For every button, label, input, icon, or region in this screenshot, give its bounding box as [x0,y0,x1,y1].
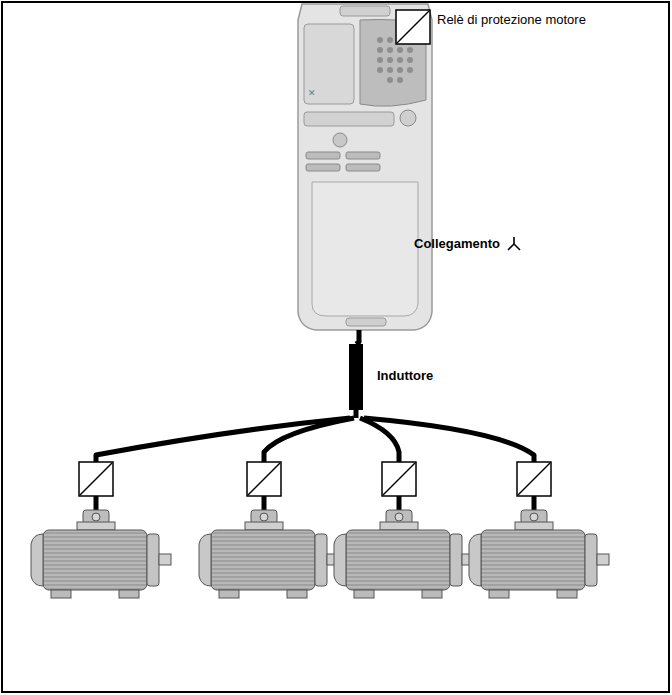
svg-text:✕: ✕ [308,88,316,98]
connection-label: Collegamento [414,236,500,252]
relay-legend-symbol [396,10,430,44]
legend-text: Relè di protezione motore [437,12,587,28]
star-symbol [508,237,520,250]
inductor [349,344,363,410]
drive: ✕ [298,4,432,330]
inductor-label: Induttore [377,368,433,384]
motors [31,510,609,598]
relay-symbols [79,462,551,496]
motor-wiring [96,330,534,512]
